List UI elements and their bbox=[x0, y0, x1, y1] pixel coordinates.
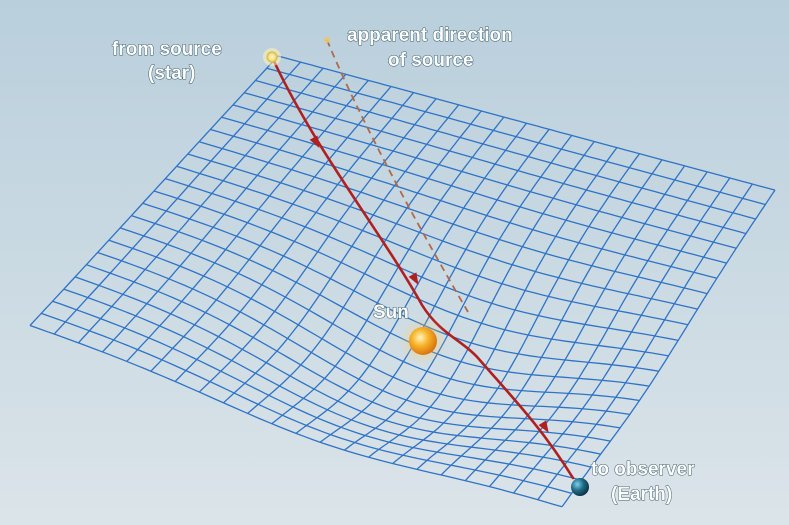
grid-line bbox=[86, 264, 611, 442]
grid-line bbox=[108, 239, 630, 416]
grid-line bbox=[131, 214, 650, 387]
grid-line bbox=[198, 141, 708, 295]
earth-icon bbox=[571, 478, 589, 496]
grid-line bbox=[221, 116, 727, 264]
sun-icon bbox=[409, 327, 437, 355]
grid-line bbox=[232, 104, 737, 249]
star-icon bbox=[263, 48, 281, 66]
grid-line bbox=[97, 251, 621, 429]
grid-line bbox=[52, 300, 582, 481]
light-arrow-2 bbox=[408, 272, 419, 286]
spacetime-grid bbox=[29, 55, 776, 508]
grid-line bbox=[63, 288, 592, 468]
sun-label: Sun bbox=[373, 302, 409, 323]
grid-line bbox=[176, 165, 689, 326]
apparent-star-icon bbox=[324, 37, 330, 43]
light-arrow-3 bbox=[538, 420, 549, 433]
grid-line bbox=[266, 67, 766, 206]
source-label-line1: from source bbox=[112, 39, 222, 60]
observer-label-line1: to observer bbox=[591, 459, 695, 480]
apparent-direction-line bbox=[326, 39, 469, 313]
grid-line bbox=[29, 324, 563, 508]
grid-line bbox=[74, 276, 601, 455]
grid-line bbox=[142, 202, 659, 372]
grid-line bbox=[255, 79, 756, 220]
grid-line bbox=[153, 190, 669, 357]
grid-line bbox=[210, 128, 718, 279]
light-arrow-1 bbox=[309, 135, 320, 149]
apparent-label-line1: apparent direction bbox=[347, 25, 513, 46]
grid-line bbox=[244, 92, 747, 235]
grid-line bbox=[41, 312, 572, 495]
grid-line bbox=[187, 153, 698, 310]
grid-line bbox=[119, 227, 640, 402]
grid-line bbox=[277, 55, 776, 191]
apparent-label-line2: of source bbox=[388, 50, 474, 71]
source-label-line2: (star) bbox=[148, 63, 196, 84]
grid-line bbox=[165, 177, 679, 342]
observer-label-line2: (Earth) bbox=[611, 484, 672, 505]
